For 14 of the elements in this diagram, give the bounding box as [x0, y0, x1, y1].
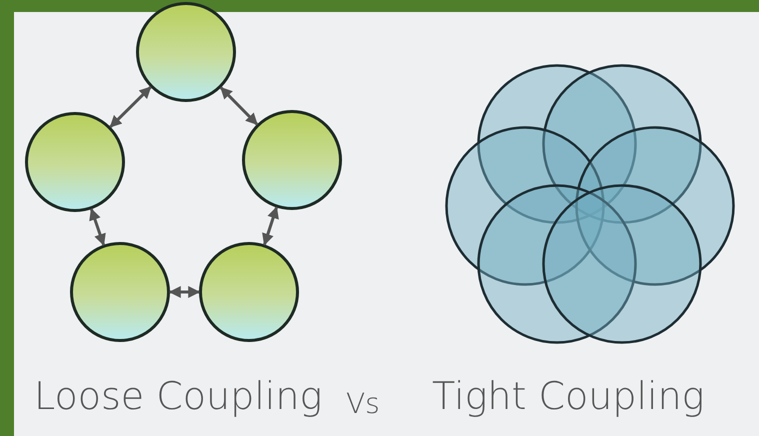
double-arrow [262, 206, 279, 246]
double-arrow [89, 208, 106, 246]
double-arrow [168, 286, 200, 298]
circle [136, 2, 236, 102]
circle [70, 242, 170, 342]
circle [199, 242, 299, 342]
circle [25, 112, 125, 212]
caption-text: Vs [346, 390, 380, 418]
double-arrow [220, 86, 258, 126]
circle [542, 184, 702, 344]
double-arrow [109, 86, 152, 128]
caption-text: Loose Coupling [34, 377, 322, 415]
circle [242, 110, 342, 210]
caption-text: Tight Coupling [432, 377, 704, 415]
